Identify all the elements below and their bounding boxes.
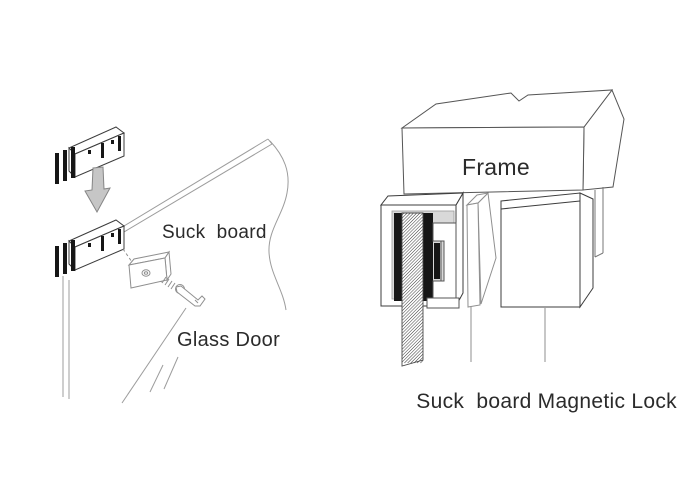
glass-shine-line-long bbox=[121, 307, 187, 404]
bracket-bottom-step bbox=[426, 297, 460, 309]
frame-label: Frame bbox=[462, 154, 530, 180]
suck-board-floating bbox=[55, 126, 125, 184]
magnet-plate-left bbox=[394, 213, 402, 301]
bracket-top-face bbox=[379, 192, 464, 206]
magnetic-lock-caption: Magnetic Lock bbox=[537, 390, 677, 414]
suck-board-label: Suck board bbox=[162, 222, 267, 243]
magnet-plate-right bbox=[423, 213, 433, 301]
glass-door bbox=[62, 138, 289, 404]
mounting-plate bbox=[127, 250, 172, 289]
leader-lines bbox=[470, 307, 546, 362]
suck-board-caption: Suck board bbox=[416, 390, 532, 414]
frame-right-jamb bbox=[594, 187, 604, 258]
lock-cross-section bbox=[379, 191, 464, 367]
magnetic-lock bbox=[500, 192, 594, 309]
suck-board-side-view bbox=[465, 191, 497, 308]
suck-board-installed bbox=[55, 219, 125, 277]
down-arrow-icon bbox=[84, 166, 111, 214]
door-break-line bbox=[268, 140, 289, 311]
allen-key-icon bbox=[175, 285, 206, 307]
glass-shine-line-short-1 bbox=[149, 364, 164, 393]
clamp-step-piece bbox=[432, 222, 457, 299]
glass-shine-line-short-2 bbox=[163, 356, 179, 390]
door-top-edge-upper bbox=[123, 138, 269, 227]
clamp-inner-bar bbox=[434, 243, 440, 279]
door-frame bbox=[400, 89, 625, 195]
bracket-back-edge bbox=[455, 191, 464, 307]
door-top-edge-lower bbox=[123, 143, 273, 233]
glass-pane-hatched bbox=[401, 212, 424, 367]
glass-door-label: Glass Door bbox=[177, 329, 281, 351]
